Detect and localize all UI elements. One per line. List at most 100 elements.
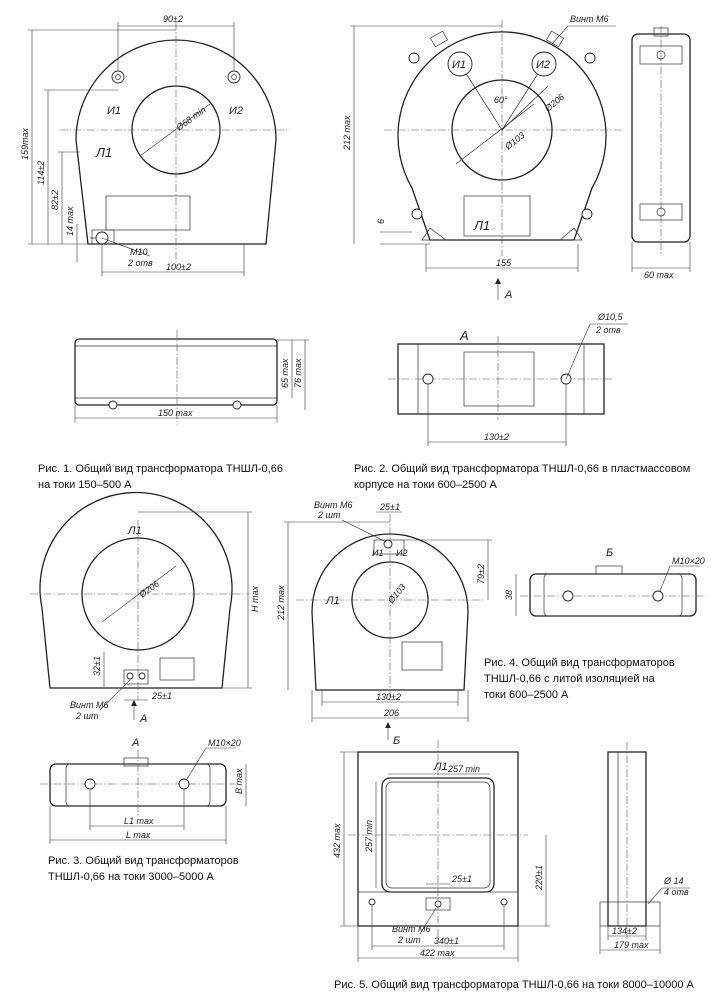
fig4-bolt-spec: М10×20 [672,556,705,566]
fig2-caption-line2: корпусе на токи 600–2500 А [354,479,497,491]
fig1-terminal-i2-label: И2 [229,105,243,117]
fig2-view-arrow-label: А [504,289,512,301]
fig4-terminal [383,539,393,549]
fig1-terminal-i1 [111,70,125,84]
fig3-length-l: L max [126,830,151,840]
fig1-base-width: 100±2 [166,262,191,272]
fig1-height-82: 82±2 [50,190,60,210]
fig4-width-25: 25±1 [379,502,400,512]
fig2-terminal-i1 [447,51,473,77]
fig3-height-b: B max [234,768,244,794]
fig5-inner-height: 257 min [364,820,374,853]
fig2-hole-diameter: Ø10,5 [597,312,624,322]
fig2-caption-line1: Рис. 2. Общий вид трансформатора ТНШЛ-0,… [354,463,690,475]
fig4-terminal-i2-label: И2 [396,548,407,558]
fig1-height-14: 14 max [65,206,75,236]
fig2-height-total: 212 max [342,115,352,151]
fig4-body-outline [311,533,469,691]
fig1-bolt-count: 2 отв [127,258,153,268]
fig3-bolt-spec: М10×20 [208,738,241,748]
fig2-body-outline [397,31,607,241]
fig2-plan-label: А [459,328,469,343]
fig1-caption-line1: Рис. 1. Общий вид трансформатора ТНШЛ-0,… [38,463,283,475]
fig1-inner-diameter: Ø68 min [173,105,207,134]
figure-2: И1 И2 Винт М6 60° Ø206 Ø103 Л1 212 max 6… [342,14,691,446]
figure-1: И1 И2 Л1 Ø68 min 90±2 159max 114±2 82±2 … [20,14,309,425]
fig1-bottom-height-65: 65 max [280,358,290,388]
figure-5: Л1 257 min 257 min 25±1 432 max 220±1 Ви… [332,740,690,962]
fig5-hole-diameter: Ø 14 [663,876,684,886]
fig2-terminal-i2-label: И2 [536,59,550,71]
fig2-nameplate [463,195,531,237]
fig5-plate-label: Л1 [433,761,448,773]
fig4-side-view [529,573,697,617]
fig2-height-6: 6 [376,219,386,224]
fig3-plan-label: А [131,737,139,749]
fig4-width-206: 206 [383,708,399,718]
fig2-angle: 60° [494,95,508,105]
fig4-screw-count: 2 шт [317,510,341,520]
fig4-width-130: 130±2 [376,692,401,702]
fig5-height-220: 220±1 [534,865,544,891]
fig5-caption: Рис. 5. Общий вид трансформатора ТНШЛ-0,… [334,979,695,991]
fig1-bottom-width: 150 max [158,408,193,418]
fig5-screw-label: Винт М6 [392,924,430,934]
fig1-bottom-height-76: 76 max [293,358,303,388]
fig4-terminal-i1-label: И1 [372,548,383,558]
fig1-nameplate [105,195,191,231]
fig3-width-25: 25±1 [151,691,172,701]
fig3-caption-line1: Рис. 3. Общий вид трансформаторов [48,855,239,867]
fig5-side-179: 179 max [614,940,649,950]
fig3-height-max: H max [250,585,260,612]
figure-3: Л1 Ø206 H max 32±1 25±1 Винт М6 2 шт А А… [30,491,260,844]
fig3-screw-count: 2 шт [75,711,99,721]
fig3-inner-diameter: Ø206 [136,579,161,601]
fig4-height-212: 212 max [276,585,286,621]
fig5-side-134: 134±2 [612,926,637,936]
fig5-width-25: 25±1 [451,874,472,884]
fig4-side-label: Б [606,547,613,559]
fig5-width-422: 422 max [420,948,455,958]
fig4-caption-line2: ТНШЛ-0,66 с литой изоляцией на [484,673,656,685]
fig2-terminal-i1-label: И1 [452,59,466,71]
fig4-caption-line1: Рис. 4. Общий вид трансформаторов [484,657,675,669]
fig4-screw-label: Винт М6 [314,500,352,510]
figure-4: Ø103 Л1 И1 И2 Винт М6 2 шт 25±1 212 max … [276,500,706,747]
fig4-height-79: 79±2 [476,564,486,584]
fig4-side-height: 38 [504,590,514,600]
fig2-plate-label: Л1 [473,218,490,233]
fig1-terminal-i2 [227,70,241,84]
fig5-width-340: 340±1 [434,936,459,946]
fig1-width-top: 90±2 [163,14,183,24]
fig3-screw-label: Винт М6 [70,700,108,710]
fig1-plate-label: Л1 [95,145,112,160]
fig3-body-outline [39,491,233,689]
fig1-bolt-spec: М10 [130,247,148,257]
fig5-screw-count: 2 шт [397,935,421,945]
fig1-height-114: 114±2 [36,161,46,185]
fig2-side-width: 60 max [644,270,674,280]
fig3-plate-label: Л1 [127,525,142,537]
fig4-inner-diameter: Ø103 [385,582,407,606]
fig4-nameplate [401,641,443,671]
fig1-height-total: 159max [20,127,30,160]
fig4-view-arrow-label: Б [393,735,400,747]
fig4-caption-line3: токи 600–2500 А [484,689,569,701]
fig2-terminal-i2 [531,51,557,77]
fig2-inner-diameter: Ø103 [502,130,526,152]
fig1-terminal-i1-label: И1 [107,105,121,117]
fig5-hole-count: 4 отв [664,887,689,897]
fig2-base-width: 155 [496,258,512,268]
fig1-body-outline [75,39,277,245]
fig4-plate-label: Л1 [325,595,340,607]
fig2-plan-width: 130±2 [484,432,509,442]
fig1-bottom-view [74,338,278,406]
fig3-nameplate [159,657,195,681]
fig2-screw-label: Винт М6 [570,14,608,24]
fig2-mount-hole [422,373,434,385]
fig3-height-32: 32±1 [92,656,102,676]
fig5-top-width: 257 min [447,764,480,774]
fig5-height-432: 432 max [332,823,342,858]
fig1-caption-line2: на токи 150–500 А [38,479,132,491]
